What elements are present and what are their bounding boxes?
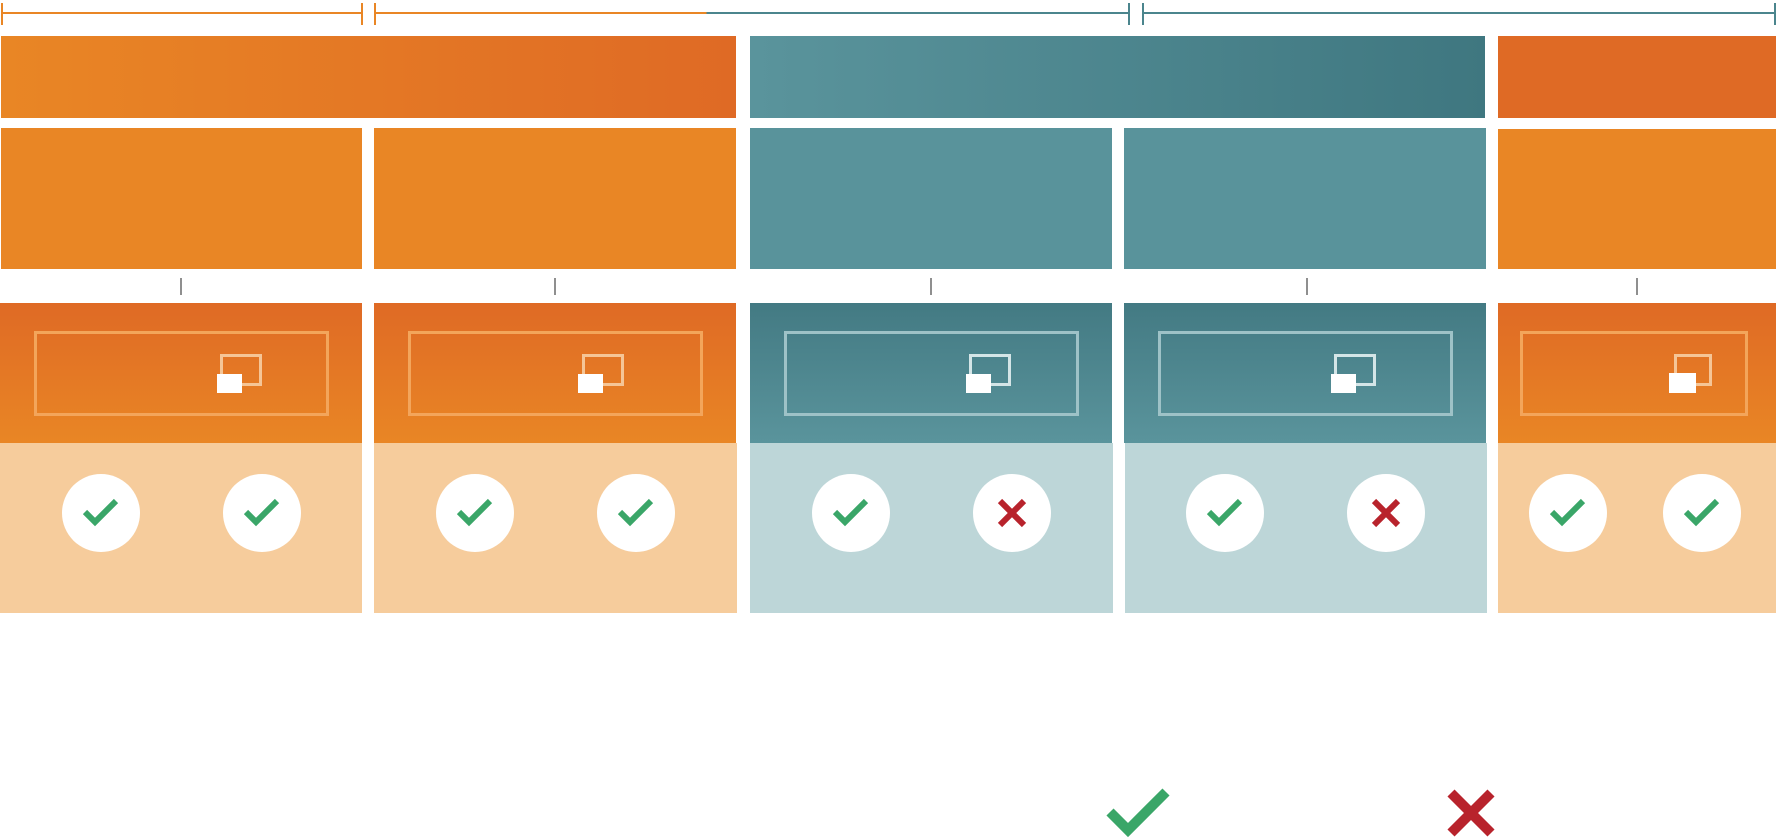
header-bar-right: [1498, 36, 1776, 118]
connector-tick-1: [180, 278, 182, 295]
content-block-3: [750, 128, 1112, 269]
bracket-group-3: [1142, 0, 1776, 25]
legend-check: [1106, 788, 1170, 838]
panel-top-1: [0, 303, 362, 443]
panel-bottom-4: [1125, 443, 1487, 613]
window-fill-icon: [1331, 374, 1356, 393]
panel-bottom-3: [750, 443, 1113, 613]
status-circle: [223, 474, 301, 552]
screen-frame: [1520, 331, 1748, 416]
content-block-4: [1124, 128, 1486, 269]
window-fill-icon: [1669, 373, 1696, 393]
connector-tick-2: [554, 278, 556, 295]
cross-icon: [997, 498, 1027, 528]
check-icon: [1207, 498, 1243, 527]
status-circle: [436, 474, 514, 552]
status-circle: [812, 474, 890, 552]
status-circle: [1663, 474, 1741, 552]
header-bar-orange: [1, 36, 736, 118]
connector-tick-4: [1306, 278, 1308, 295]
cross-icon: [1371, 498, 1401, 528]
content-block-2: [374, 128, 736, 269]
status-circle: [973, 474, 1051, 552]
cross-icon: [1447, 789, 1495, 837]
connector-tick-5: [1636, 278, 1638, 295]
window-fill-icon: [217, 374, 242, 393]
check-icon: [83, 498, 119, 527]
status-circle: [1347, 474, 1425, 552]
check-icon: [1550, 498, 1586, 527]
panel-bottom-5: [1498, 443, 1776, 613]
connector-tick-3: [930, 278, 932, 295]
panel-top-5: [1498, 303, 1776, 443]
content-block-5: [1498, 129, 1776, 269]
header-bar-teal: [750, 36, 1485, 118]
status-circle: [597, 474, 675, 552]
check-icon: [833, 498, 869, 527]
status-circle: [1529, 474, 1607, 552]
panel-top-4: [1124, 303, 1486, 443]
check-icon: [1684, 498, 1720, 527]
screen-frame: [784, 331, 1079, 416]
panel-top-2: [374, 303, 736, 443]
screen-frame: [1158, 331, 1453, 416]
check-icon: [457, 498, 493, 527]
check-icon: [618, 498, 654, 527]
check-icon: [244, 498, 280, 527]
screen-frame: [408, 331, 703, 416]
window-outline-icon: [582, 354, 624, 386]
panel-bottom-1: [0, 443, 362, 613]
window-fill-icon: [966, 374, 991, 393]
content-block-1: [1, 128, 362, 269]
screen-frame: [34, 331, 329, 416]
bracket-group-1: [1, 0, 363, 25]
panel-top-3: [750, 303, 1112, 443]
check-icon: [1106, 788, 1170, 838]
status-circle: [62, 474, 140, 552]
legend-cross: [1446, 788, 1496, 838]
status-circle: [1186, 474, 1264, 552]
panel-bottom-2: [374, 443, 737, 613]
window-fill-icon: [578, 374, 603, 393]
bracket-group-2: [374, 0, 1130, 25]
